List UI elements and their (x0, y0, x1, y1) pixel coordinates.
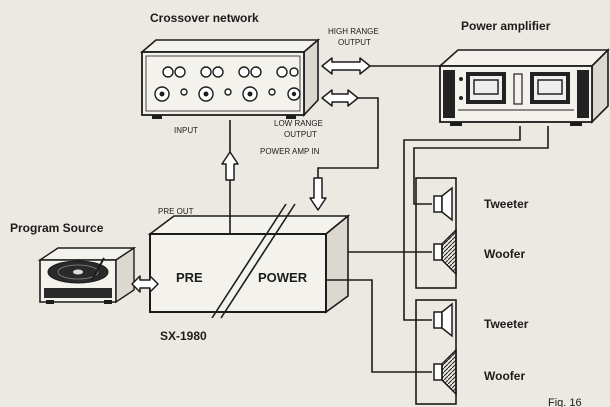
pre-out-label: PRE OUT (158, 207, 194, 216)
low-range-output-label-2: OUTPUT (284, 130, 317, 139)
woofer-1-icon (433, 228, 457, 276)
input-label: INPUT (174, 126, 198, 135)
low-range-output-label-1: LOW RANGE (274, 119, 323, 128)
tweeter-2-icon (433, 302, 453, 338)
high-range-output-label-2: OUTPUT (338, 38, 371, 47)
high-range-output-label-1: HIGH RANGE (328, 27, 379, 36)
model-label: SX-1980 (160, 329, 207, 343)
pre-section-label: PRE (176, 270, 203, 285)
program-source-label: Program Source (10, 221, 104, 235)
tweeter-1-icon (433, 186, 453, 222)
crossover-knobs (154, 66, 301, 102)
power-amplifier-title: Power amplifier (461, 19, 551, 33)
speaker-label-tweeter-2: Tweeter (484, 317, 529, 331)
turntable (37, 246, 137, 304)
connection-wires (229, 65, 549, 373)
power-amp-meters (459, 72, 570, 105)
power-amp-in-label: POWER AMP IN (260, 147, 320, 156)
crossover-network-unit (139, 38, 321, 119)
speaker-label-woofer-2: Woofer (484, 369, 525, 383)
speaker-label-tweeter-1: Tweeter (484, 197, 529, 211)
connection-arrows (131, 57, 371, 293)
crossover-network-title: Crossover network (150, 11, 259, 25)
figure-label: Fig. 16 (548, 397, 582, 407)
power-amplifier-unit (437, 48, 610, 126)
receiver-sx1980-unit (147, 203, 351, 319)
power-section-label: POWER (258, 270, 308, 285)
woofer-2-icon (433, 348, 457, 396)
speaker-label-woofer-1: Woofer (484, 247, 525, 261)
